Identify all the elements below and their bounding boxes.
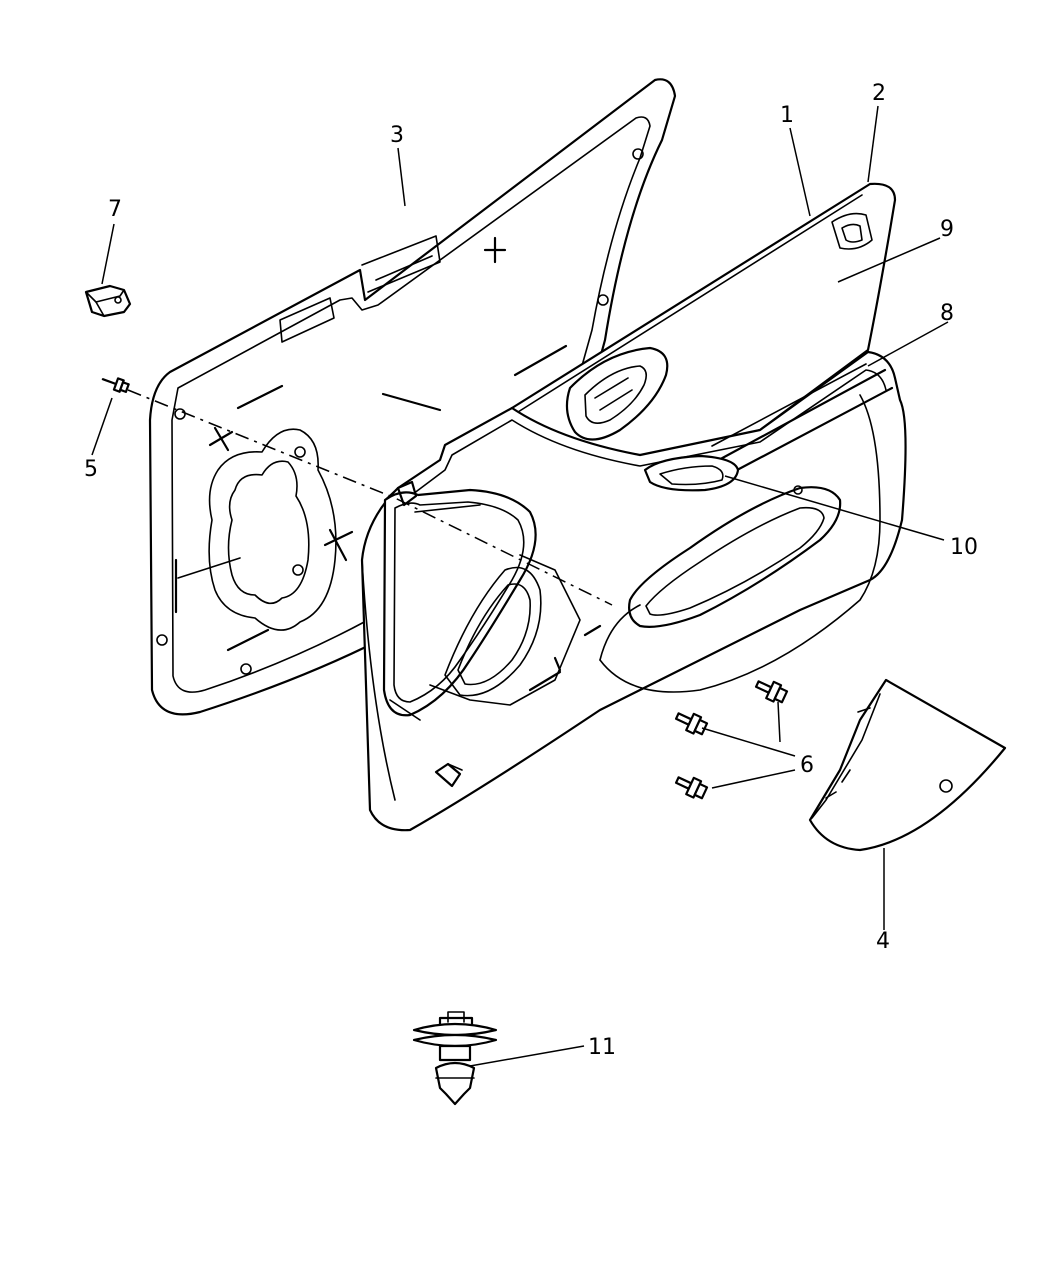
- push-pin-fastener-icon: [412, 1011, 498, 1106]
- callout-1: 1: [780, 103, 794, 128]
- screw-5-icon: [101, 377, 130, 393]
- screw-icon: [674, 712, 709, 736]
- watershield-panel: [148, 78, 677, 716]
- callout-7: 7: [108, 197, 122, 222]
- callout-3: 3: [390, 123, 404, 148]
- callout-8: 8: [940, 301, 954, 326]
- screw-icon: [754, 680, 789, 704]
- callout-5: 5: [84, 457, 98, 482]
- callout-9: 9: [940, 217, 954, 242]
- screw-group: [674, 680, 789, 800]
- callout-2: 2: [872, 81, 886, 106]
- callout-11: 11: [588, 1035, 616, 1060]
- leader-lines: [91, 105, 949, 1067]
- door-trim-panel: [360, 350, 907, 832]
- callout-labels: 1 2 3 4 5 6 7 8 9 10 11: [84, 81, 978, 1060]
- alignment-line: [127, 389, 613, 606]
- screw-icon: [674, 776, 709, 800]
- retainer-clip-icon: [84, 284, 132, 318]
- lower-bezel-part: [808, 678, 1007, 852]
- callout-4: 4: [876, 929, 890, 954]
- callout-6: 6: [800, 753, 814, 778]
- upper-trim-panel: [510, 182, 897, 464]
- callout-10: 10: [950, 535, 978, 560]
